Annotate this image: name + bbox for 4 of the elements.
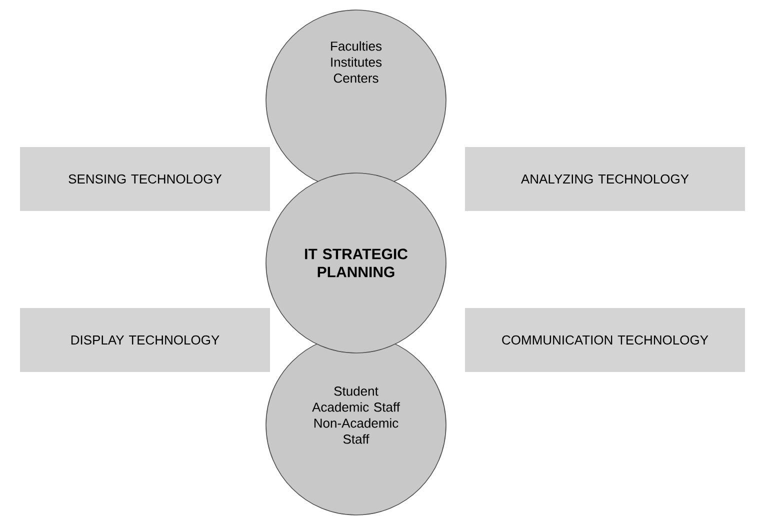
label-box: DISPLAY TECHNOLOGY (20, 308, 270, 372)
label-box: ANALYZING TECHNOLOGY (465, 147, 745, 211)
label-box: COMMUNICATION TECHNOLOGY (465, 308, 745, 372)
label-box: SENSING TECHNOLOGY (20, 147, 270, 211)
